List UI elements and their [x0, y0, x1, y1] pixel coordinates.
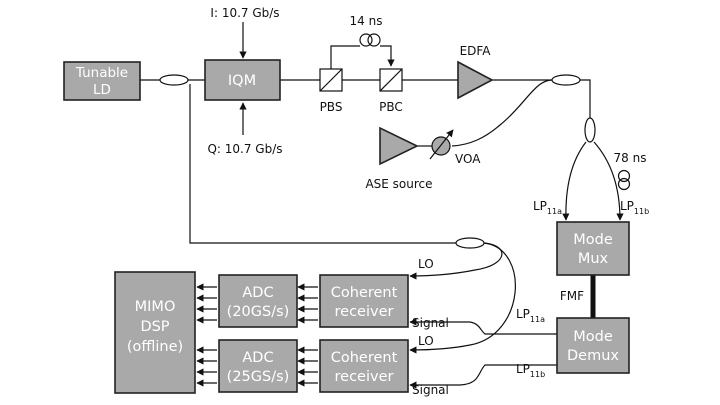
lo-top-label: LO: [418, 257, 434, 271]
voa-to-coupler-path: [451, 79, 553, 147]
coherent-receiver-top-label-1: Coherent: [331, 285, 398, 301]
lp11b-mux-path: [593, 141, 624, 221]
tunable-ld-block: Tunable LD: [63, 61, 141, 101]
ase-source-label: ASE source: [365, 177, 432, 191]
voa-label: VOA: [455, 152, 481, 166]
adc-top-block: ADC (20GS/s): [218, 274, 298, 328]
mode-demux-label-2: Demux: [567, 348, 619, 364]
lp11a-demux-label: LP11a: [516, 307, 545, 324]
coupler-lo-icon: [455, 237, 485, 249]
bus-arrows: [196, 283, 318, 387]
delay-78ns-label: 78 ns: [614, 151, 647, 165]
adc-bottom-label-2: (25GS/s): [227, 369, 290, 385]
mimo-dsp-label-2: DSP: [140, 319, 169, 335]
connections: [140, 22, 624, 389]
iqm-label: IQM: [228, 73, 256, 89]
mode-mux-block: Mode Mux: [556, 221, 630, 276]
voa-icon: [429, 129, 454, 160]
mimo-dsp-label-3: (offline): [127, 339, 183, 355]
lo-branch-line: [189, 84, 457, 244]
coupler-mux-icon: [584, 117, 596, 143]
mimo-dsp-block: MIMO DSP (offline): [114, 271, 196, 394]
tunable-ld-label-1: Tunable: [75, 65, 128, 81]
pbs-icon: [319, 68, 343, 92]
coherent-receiver-bottom-label-2: receiver: [335, 369, 394, 385]
signal-top-label: Signal: [412, 316, 449, 330]
coupler-edfa-icon: [551, 74, 581, 86]
fmf-label: FMF: [560, 289, 584, 303]
ase-source-icon: [379, 126, 419, 166]
mode-mux-label-2: Mux: [578, 251, 609, 267]
coupler-ld-icon: [159, 74, 189, 86]
adc-bottom-block: ADC (25GS/s): [218, 339, 298, 393]
lp11b-demux-label: LP11b: [516, 362, 545, 379]
signal-top-path: [409, 318, 557, 335]
coherent-receiver-bottom-label-1: Coherent: [331, 350, 398, 366]
adc-top-label-1: ADC: [242, 285, 273, 301]
pbc-label: PBC: [379, 100, 403, 114]
lp11a-mux-path: [562, 141, 587, 221]
q-signal-label: Q: 10.7 Gb/s: [207, 142, 282, 156]
adc-top-label-2: (20GS/s): [227, 304, 290, 320]
coherent-receiver-bottom-block: Coherent receiver: [319, 339, 409, 393]
fiber-coil-14ns-icon: [359, 33, 381, 47]
delay-14ns-label: 14 ns: [350, 14, 383, 28]
coupler-to-splitter-line: [580, 79, 591, 118]
coherent-receiver-top-label-2: receiver: [335, 304, 394, 320]
fiber-coil-78ns-icon: [617, 169, 631, 191]
tunable-ld-label-2: LD: [93, 82, 111, 98]
lo-bottom-label: LO: [418, 334, 434, 348]
mode-demux-block: Mode Demux: [556, 317, 630, 374]
i-signal-label: I: 10.7 Gb/s: [210, 6, 279, 20]
pbc-icon: [379, 68, 403, 92]
lp11a-mux-label: LP11a: [533, 199, 562, 216]
signal-bottom-path: [409, 364, 557, 389]
edfa-label: EDFA: [460, 44, 492, 58]
pbc-delay-path: [380, 45, 395, 67]
lp11b-mux-label: LP11b: [620, 199, 649, 216]
mimo-dsp-label-1: MIMO: [135, 299, 176, 315]
adc-bottom-label-1: ADC: [242, 350, 273, 366]
lo-bottom-path: [409, 242, 516, 354]
signal-bottom-label: Signal: [412, 383, 449, 397]
pbs-delay-path: [330, 45, 360, 69]
edfa-amplifier-icon: [457, 60, 494, 100]
iqm-block: IQM: [204, 59, 281, 101]
mode-demux-label-1: Mode: [573, 329, 613, 345]
mode-mux-label-1: Mode: [573, 232, 613, 248]
pbs-label: PBS: [320, 100, 343, 114]
coherent-receiver-top-block: Coherent receiver: [319, 274, 409, 328]
